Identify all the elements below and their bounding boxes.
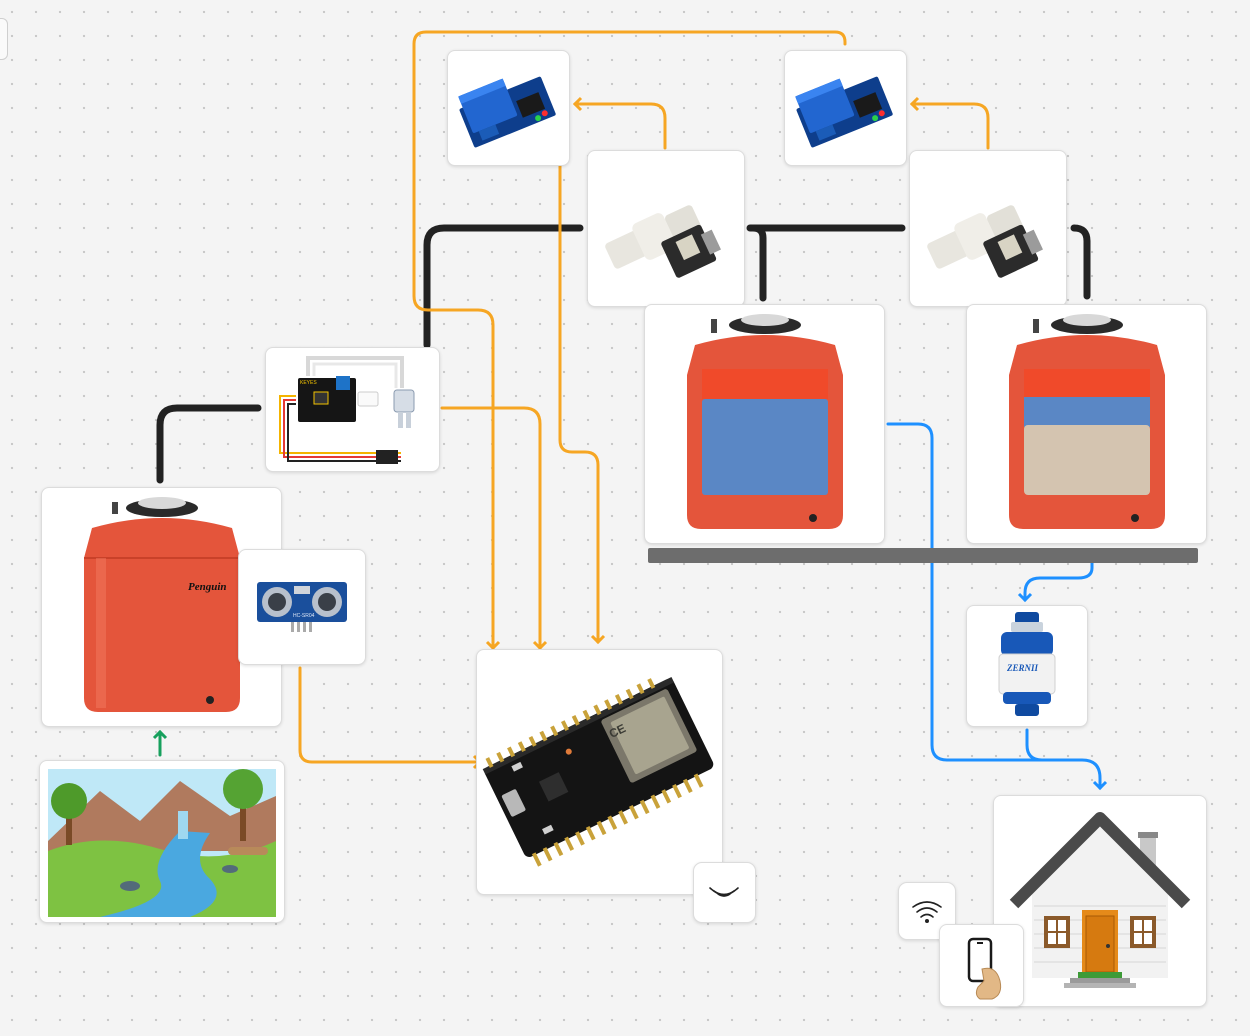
smartphone-card[interactable] xyxy=(939,924,1024,1007)
house-card[interactable] xyxy=(993,795,1207,1007)
river-landscape-icon xyxy=(48,769,276,917)
radio-signal-icon xyxy=(709,887,739,897)
esp32-board-icon xyxy=(482,677,714,867)
clean-water-tank-card[interactable] xyxy=(644,304,885,544)
esp32-controller-card[interactable]: CE xyxy=(476,649,723,895)
sensor-model-label: HC-SR04 xyxy=(293,613,315,619)
water-tank-icon xyxy=(1009,314,1165,529)
ultrasonic-sensor-card[interactable]: HC-SR04 xyxy=(238,549,366,665)
solenoid-valve-icon xyxy=(605,205,721,278)
smartphone-hand-icon xyxy=(967,937,1002,1000)
relay-module-icon xyxy=(458,76,556,148)
river-source-card[interactable] xyxy=(39,760,285,923)
water-tank-icon xyxy=(687,314,843,529)
panel-edge-tab xyxy=(0,18,8,60)
tank-shelf xyxy=(648,548,1198,563)
turbidity-sensor-icon: KEYES xyxy=(279,356,415,464)
house-icon xyxy=(1009,812,1191,988)
relay-module-1-card[interactable] xyxy=(447,50,570,166)
source-tank-card[interactable]: Penguin xyxy=(41,487,282,727)
solenoid-valve-icon xyxy=(927,205,1043,278)
svg-text:KEYES: KEYES xyxy=(300,380,317,386)
water-tank-icon xyxy=(84,497,240,712)
wifi-icon xyxy=(912,901,942,923)
water-filter-icon xyxy=(998,612,1056,716)
relay-module-2-card[interactable] xyxy=(784,50,907,166)
solenoid-valve-2-card[interactable] xyxy=(909,150,1067,307)
turbidity-sensor-card[interactable]: KEYES xyxy=(265,347,440,472)
relay-module-icon xyxy=(795,76,893,148)
water-filter-card[interactable]: ZERNII xyxy=(966,605,1088,727)
ultrasonic-sensor-icon xyxy=(257,582,347,632)
solenoid-valve-1-card[interactable] xyxy=(587,150,745,307)
radio-signal-badge[interactable] xyxy=(693,862,756,923)
filter-brand-label: ZERNII xyxy=(1007,663,1039,673)
raw-water-tank-card[interactable] xyxy=(966,304,1207,544)
tank-brand-label: Penguin xyxy=(188,581,227,593)
